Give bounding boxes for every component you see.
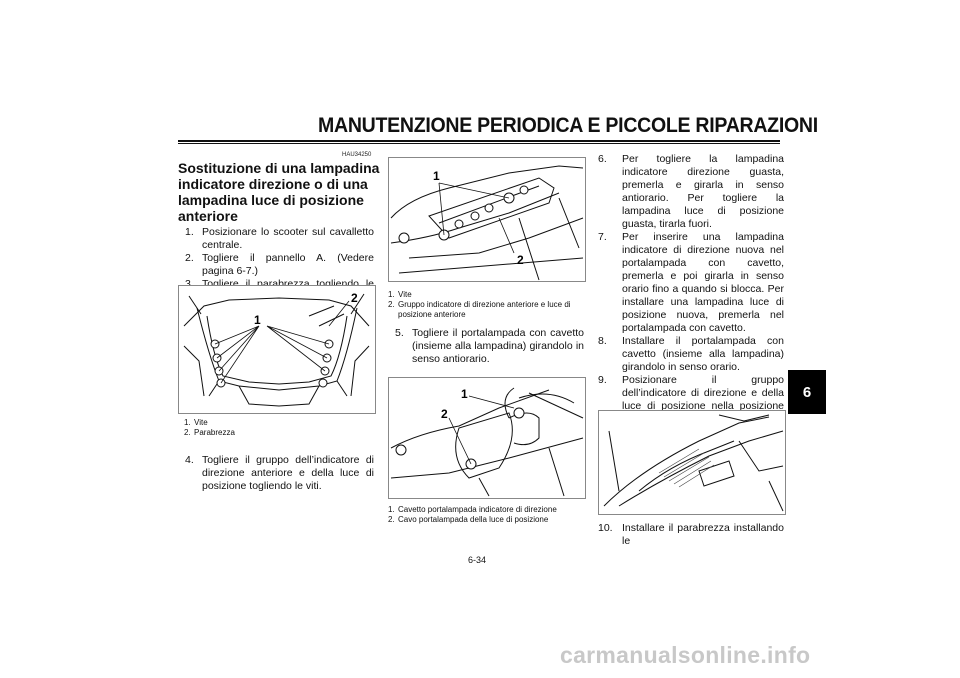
header-rule: [178, 140, 780, 142]
step-text: Installare il portalampada con cavetto (…: [622, 335, 784, 373]
header-rule-thin: [178, 143, 780, 144]
callout-2: 2: [517, 253, 524, 267]
step-number: 6.: [598, 153, 607, 165]
caption-text: Vite: [398, 290, 412, 299]
step-number: 7.: [598, 231, 607, 243]
step-text: Per togliere la lampadina indicatore dir…: [622, 153, 784, 230]
step-item: 4. Togliere il gruppo dell’indicatore di …: [178, 454, 374, 493]
caption-item: 2.Cavo portalampada della luce di posizi…: [388, 515, 584, 525]
callout-2: 2: [441, 407, 448, 421]
figure-indicator-assembly: 1 2: [388, 157, 586, 282]
caption-text: Cavetto portalampada indicatore di direz…: [398, 505, 557, 514]
step-text: Per inserire una lampadina indicatore di…: [622, 231, 784, 334]
caption-number: 2.: [388, 515, 395, 524]
step-number: 5.: [395, 327, 404, 339]
step-text: Togliere il gruppo dell’indicatore di di…: [202, 454, 374, 492]
caption-number: 1.: [388, 290, 395, 299]
callout-2: 2: [351, 291, 358, 305]
caption-text: Cavo portalampada della luce di posizion…: [398, 515, 549, 524]
step-item: 6. Per togliere la lampadina indicatore d…: [598, 153, 784, 231]
step-number: 10.: [598, 522, 613, 534]
section-code: HAU34250: [342, 152, 372, 158]
caption-number: 1.: [388, 505, 395, 514]
caption-item: 2.Gruppo indicatore di direzione anterio…: [388, 300, 584, 320]
step-item: 2. Togliere il pannello A. (Vedere pagina…: [178, 252, 374, 278]
caption-item: 1.Vite: [388, 290, 584, 300]
caption-number: 2.: [388, 300, 395, 309]
step-text: Posizionare lo scooter sul cavalletto ce…: [202, 226, 374, 251]
caption-text: Vite: [194, 418, 208, 427]
step-number: 1.: [185, 226, 194, 238]
step-text: Togliere il portalampada con cavetto (in…: [412, 327, 584, 365]
step-item: 10. Installare il parabrezza installando …: [598, 522, 784, 548]
bulb-socket-illustration: 1 2: [390, 387, 584, 497]
figure-scooter-body: [598, 410, 786, 515]
callout-1: 1: [254, 313, 261, 327]
page-header-title: MANUTENZIONE PERIODICA E PICCOLE RIPARAZ…: [318, 114, 818, 137]
step-number: 8.: [598, 335, 607, 347]
chapter-tab: 6: [788, 370, 826, 414]
watermark: carmanualsonline.info: [560, 642, 811, 668]
steps-list-1b: 4. Togliere il gruppo dell’indicatore di …: [178, 454, 374, 493]
callout-1: 1: [433, 169, 440, 183]
scooter-body-illustration: [603, 414, 784, 512]
figure-bulb-socket: 1 2: [388, 377, 586, 499]
caption-text: Gruppo indicatore di direzione anteriore…: [398, 300, 571, 319]
windshield-illustration: 1 2: [183, 291, 370, 407]
steps-list-2: 5. Togliere il portalampada con cavetto (…: [388, 327, 584, 366]
step-item: 1. Posizionare lo scooter sul cavalletto …: [178, 226, 374, 252]
step-number: 4.: [185, 454, 194, 466]
caption-item: 1.Vite: [184, 418, 374, 428]
steps-list-3: 6. Per togliere la lampadina indicatore d…: [598, 153, 784, 426]
caption-number: 2.: [184, 428, 191, 437]
step-text: Togliere il pannello A. (Vedere pagina 6…: [202, 252, 374, 277]
callout-1: 1: [461, 387, 468, 401]
step-item: 7. Per inserire una lampadina indicatore …: [598, 231, 784, 335]
figure-windshield: 1 2: [178, 285, 376, 414]
caption-item: 2.Parabrezza: [184, 428, 374, 438]
step-item: 8. Installare il portalampada con cavetto…: [598, 335, 784, 374]
step-text: Installare il parabrezza installando le: [622, 522, 784, 547]
step-number: 2.: [185, 252, 194, 264]
step-number: 3.: [185, 278, 194, 290]
section-title: Sostituzione di una lampadina indicatore…: [178, 160, 380, 224]
step-item: 5. Togliere il portalampada con cavetto (…: [388, 327, 584, 366]
caption-item: 1.Cavetto portalampada indicatore di dir…: [388, 505, 584, 515]
indicator-illustration: 1 2: [390, 165, 584, 281]
caption-number: 1.: [184, 418, 191, 427]
steps-list-3b: 10. Installare il parabrezza installando …: [598, 522, 784, 548]
step-number: 9.: [598, 374, 607, 386]
figure-3-captions: 1.Cavetto portalampada indicatore di dir…: [388, 505, 584, 525]
caption-text: Parabrezza: [194, 428, 235, 437]
page-number: 6-34: [468, 555, 487, 565]
